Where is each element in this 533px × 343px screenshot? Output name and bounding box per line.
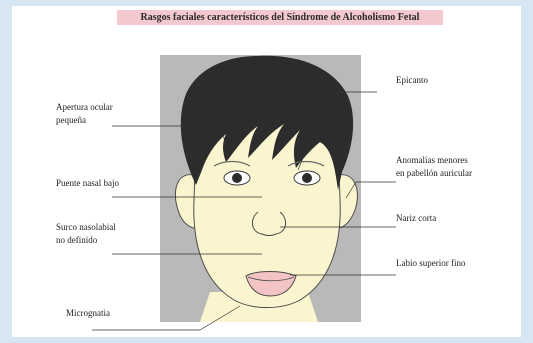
- left-pupil: [232, 173, 242, 183]
- label-micrognatia: Micrognatia: [66, 307, 110, 320]
- right-pupil: [302, 173, 312, 183]
- label-anomalias: Anomalías menores en pabellón auricular: [396, 154, 472, 180]
- label-apertura-ocular-line1: Apertura ocular: [56, 101, 113, 114]
- label-apertura-ocular-line2: pequeña: [56, 114, 113, 127]
- label-puente-nasal: Puente nasal bajo: [56, 177, 119, 190]
- label-surco-nasolabial-line1: Surco nasolabial: [56, 221, 116, 234]
- label-nariz-corta: Nariz corta: [396, 212, 436, 225]
- label-surco-nasolabial: Surco nasolabial no definido: [56, 221, 116, 247]
- label-apertura-ocular: Apertura ocular pequeña: [56, 101, 113, 127]
- label-anomalias-line2: en pabellón auricular: [396, 167, 472, 180]
- label-anomalias-line1: Anomalías menores: [396, 154, 472, 167]
- label-surco-nasolabial-line2: no definido: [56, 234, 116, 247]
- label-labio-superior: Labio superior fino: [396, 257, 465, 270]
- label-epicanto: Epicanto: [396, 74, 428, 87]
